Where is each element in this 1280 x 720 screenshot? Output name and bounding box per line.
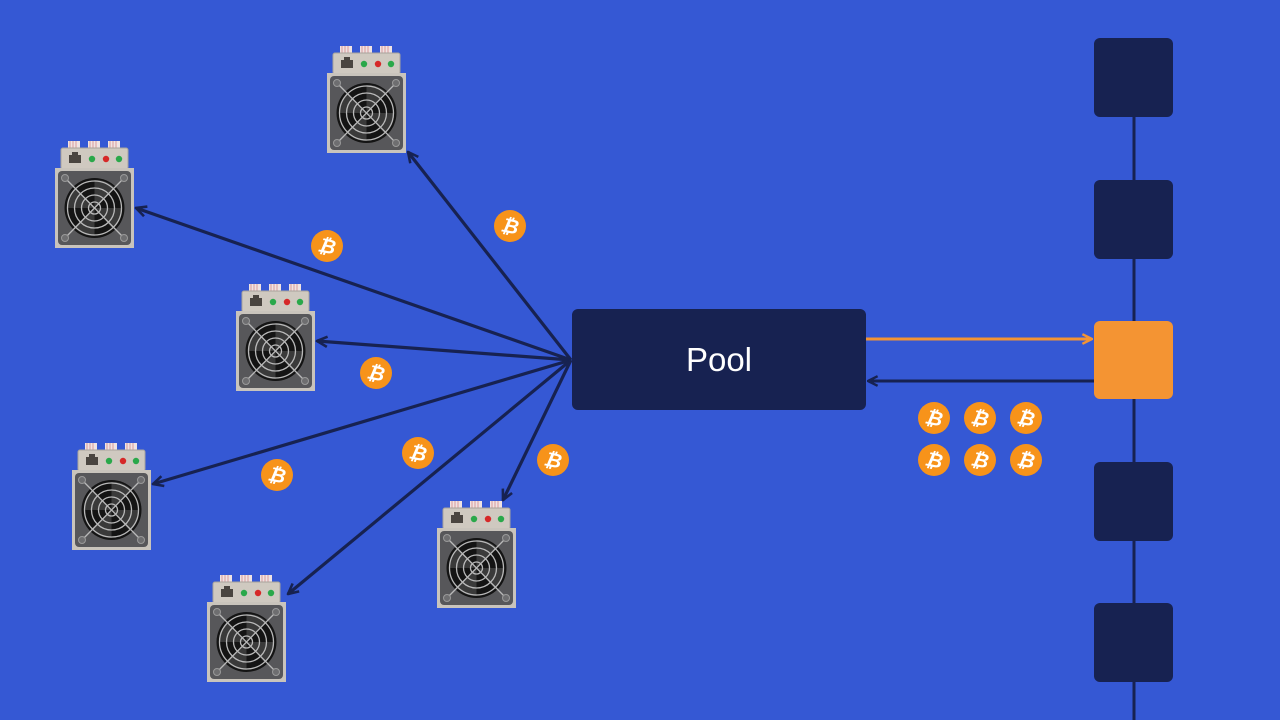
payout-arrow-miner-5 — [288, 358, 573, 594]
block-2 — [1094, 180, 1173, 259]
miner-icon — [206, 574, 287, 683]
miner-icon — [54, 140, 135, 249]
bitcoin-symbol: ₿ — [1015, 446, 1037, 473]
bitcoin-icon — [261, 459, 293, 491]
bitcoin-symbol: ₿ — [969, 446, 991, 473]
payout-coin: ₿ — [311, 230, 343, 262]
bitcoin-icon — [1010, 444, 1042, 476]
bitcoin-symbol: ₿ — [923, 404, 945, 431]
bitcoin-icon — [537, 444, 569, 476]
payout-arrow-miner-3 — [317, 341, 572, 362]
payout-arrow-miner-1 — [136, 208, 572, 362]
bitcoin-symbol: ₿ — [365, 359, 387, 386]
payout-coin: ₿ — [402, 437, 434, 469]
pool-box — [572, 309, 866, 410]
bitcoin-symbol: ₿ — [266, 461, 288, 488]
block-1 — [1094, 38, 1173, 117]
bitcoin-icon — [1010, 402, 1042, 434]
reward-coin: ₿ — [964, 444, 996, 476]
reward-coin: ₿ — [918, 444, 950, 476]
reward-coin: ₿ — [918, 402, 950, 434]
payout-coin: ₿ — [360, 357, 392, 389]
miner-icon — [436, 500, 517, 609]
bitcoin-symbol: ₿ — [969, 404, 991, 431]
payout-arrow-miner-6 — [501, 359, 573, 500]
miner-icon — [71, 442, 152, 551]
bitcoin-symbol: ₿ — [1015, 404, 1037, 431]
bitcoin-symbol: ₿ — [499, 212, 521, 239]
payout-coin: ₿ — [494, 210, 526, 242]
bitcoin-symbol: ₿ — [542, 446, 564, 473]
coins-layer: ₿ ₿ ₿ ₿ ₿ ₿ ₿ ₿ ₿ ₿ ₿ ₿ — [261, 210, 1042, 491]
reward-coin: ₿ — [1010, 402, 1042, 434]
bitcoin-symbol: ₿ — [316, 232, 338, 259]
payout-arrow-miner-2 — [408, 152, 573, 361]
block-found-by-pool — [1094, 321, 1173, 399]
miner-icon — [235, 283, 316, 392]
bitcoin-icon — [964, 402, 996, 434]
payout-coin: ₿ — [261, 459, 293, 491]
miner-icon — [326, 45, 407, 154]
bitcoin-symbol: ₿ — [923, 446, 945, 473]
bitcoin-icon — [494, 210, 526, 242]
block-4 — [1094, 462, 1173, 541]
bitcoin-icon — [918, 402, 950, 434]
pool-node: Pool — [572, 309, 866, 410]
bitcoin-icon — [964, 444, 996, 476]
reward-coin: ₿ — [1010, 444, 1042, 476]
payout-coin: ₿ — [537, 444, 569, 476]
reward-coin: ₿ — [964, 402, 996, 434]
bitcoin-icon — [918, 444, 950, 476]
block-5 — [1094, 603, 1173, 682]
pool-label: Pool — [686, 341, 752, 378]
bitcoin-symbol: ₿ — [407, 439, 429, 466]
bitcoin-icon — [311, 230, 343, 262]
bitcoin-icon — [402, 437, 434, 469]
payout-arrow-miner-4 — [153, 358, 572, 484]
bitcoin-icon — [360, 357, 392, 389]
